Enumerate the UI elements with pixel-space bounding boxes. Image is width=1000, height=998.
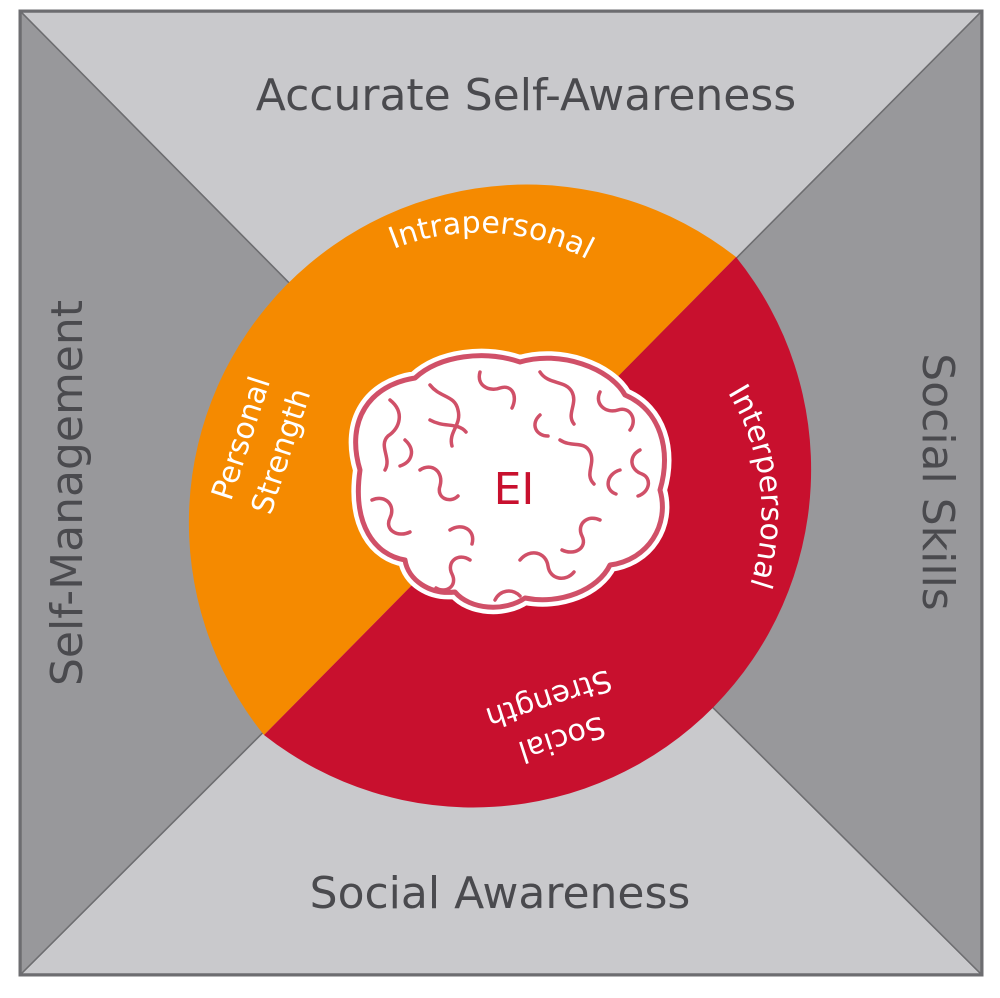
- bottom-quadrant-label: Social Awareness: [310, 868, 691, 919]
- left-quadrant-label: Self-Management: [42, 300, 93, 686]
- right-quadrant-label: Social Skills: [912, 353, 963, 610]
- brain-icon: [348, 348, 672, 615]
- top-quadrant-label: Accurate Self-Awareness: [256, 70, 796, 121]
- ei-center-label: EI: [494, 464, 535, 515]
